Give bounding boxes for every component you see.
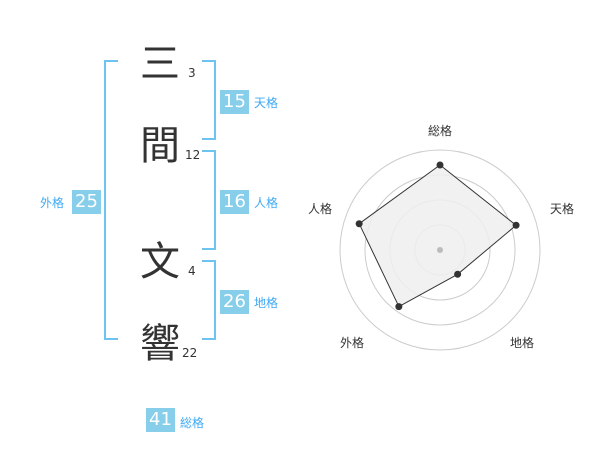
tenkaku-label: 天格 <box>254 96 279 110</box>
name-char-3: 文 <box>140 239 180 285</box>
chikaku-bracket <box>202 260 216 340</box>
gaikaku-bracket <box>104 60 118 340</box>
radar-shape <box>358 164 517 308</box>
radar-center-dot <box>437 247 443 253</box>
soukaku-value-badge: 41 <box>146 408 175 432</box>
radar-point-2 <box>454 270 462 278</box>
tenkaku-value-badge: 15 <box>220 90 249 114</box>
name-char-2: 間 <box>140 123 180 169</box>
radar-point-3 <box>395 303 403 311</box>
radar-axis-label-tenkaku: 天格 <box>550 202 575 216</box>
chikaku-label: 地格 <box>254 296 279 310</box>
radar-ring <box>339 149 541 351</box>
radar-point-1 <box>512 221 520 229</box>
radar-axis-label-gaikaku: 外格 <box>340 336 365 350</box>
gaikaku-label: 外格 <box>40 196 65 210</box>
stroke-count-2: 12 <box>185 148 201 162</box>
radar-axis-label-soukaku: 総格 <box>428 124 453 138</box>
stroke-count-4: 22 <box>182 346 198 360</box>
radar-point-4 <box>355 220 363 228</box>
stroke-count-3: 4 <box>188 264 196 278</box>
stroke-count-1: 3 <box>188 66 196 80</box>
gaikaku-value-badge: 25 <box>72 190 101 214</box>
tenkaku-bracket <box>202 60 216 140</box>
radar-axis-label-chikaku: 地格 <box>510 336 535 350</box>
name-char-4: 響 <box>140 321 180 367</box>
radar-point-0 <box>436 161 444 169</box>
soukaku-label: 総格 <box>180 416 205 430</box>
jinkaku-label: 人格 <box>254 196 279 210</box>
radar-points <box>355 161 520 311</box>
chikaku-value-badge: 26 <box>220 290 249 314</box>
jinkaku-value-badge: 16 <box>220 190 249 214</box>
name-char-1: 三 <box>140 41 180 87</box>
jinkaku-bracket <box>202 150 216 250</box>
radar-axis-label-jinkaku: 人格 <box>308 202 333 216</box>
